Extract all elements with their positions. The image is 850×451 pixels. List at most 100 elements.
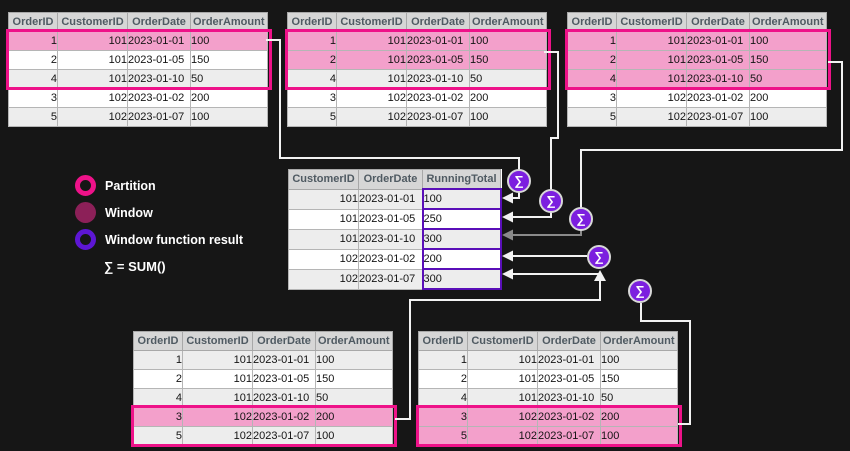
table-cell: 2023-01-05 <box>252 369 316 389</box>
table-cell: 2023-01-07 <box>127 107 191 127</box>
table-cell: 4 <box>133 388 183 408</box>
column-header: OrderID <box>8 12 58 32</box>
table-cell: 200 <box>190 88 268 108</box>
column-header: OrderAmount <box>600 331 678 351</box>
table-cell: 2023-01-01 <box>358 188 423 210</box>
table-cell: 101 <box>616 50 687 70</box>
table-cell: 2023-01-07 <box>252 426 316 446</box>
result-ring-icon <box>75 229 96 250</box>
table-cell: 2023-01-07 <box>358 268 423 290</box>
running-total-cell: 200 <box>421 248 502 270</box>
table-cell: 101 <box>57 50 128 70</box>
table-cell: 101 <box>616 69 687 89</box>
legend-label: Window <box>105 205 153 220</box>
table-cell: 2023-01-10 <box>686 69 750 89</box>
column-header: OrderID <box>133 331 183 351</box>
sigma-icon: ∑ <box>507 169 531 193</box>
table-cell: 2023-01-05 <box>537 369 601 389</box>
table-cell: 101 <box>336 50 407 70</box>
table-cell: 5 <box>133 426 183 446</box>
table-cell: 4 <box>567 69 617 89</box>
table-cell: 101 <box>336 69 407 89</box>
table-cell: 101 <box>467 369 538 389</box>
table-cell: 102 <box>616 88 687 108</box>
table-cell: 100 <box>749 31 827 51</box>
table-cell: 2023-01-10 <box>127 69 191 89</box>
running-total-cell: 300 <box>421 228 502 250</box>
column-header: CustomerID <box>57 12 128 32</box>
column-header: OrderID <box>287 12 337 32</box>
table-cell: 1 <box>418 350 468 370</box>
running-total-cell: 300 <box>421 268 502 290</box>
table-cell: 2023-01-05 <box>406 50 470 70</box>
table-cell: 2023-01-01 <box>127 31 191 51</box>
table-cell: 1 <box>567 31 617 51</box>
legend-item-window: Window <box>75 199 243 226</box>
table-cell: 150 <box>190 50 268 70</box>
table-cell: 50 <box>749 69 827 89</box>
table-cell: 101 <box>182 350 253 370</box>
table-cell: 150 <box>749 50 827 70</box>
table-cell: 100 <box>600 350 678 370</box>
table-cell: 102 <box>467 426 538 446</box>
table-cell: 2 <box>567 50 617 70</box>
table-cell: 2023-01-05 <box>127 50 191 70</box>
sigma-icon: ∑ <box>539 189 563 213</box>
column-header: CustomerID <box>336 12 407 32</box>
table-cell: 50 <box>469 69 547 89</box>
arrowhead-icon <box>502 250 513 262</box>
column-header: OrderDate <box>252 331 316 351</box>
column-header: OrderDate <box>406 12 470 32</box>
table-cell: 2023-01-10 <box>406 69 470 89</box>
sigma-icon: ∑ <box>569 207 593 231</box>
table-cell: 3 <box>8 88 58 108</box>
arrowhead-icon <box>502 192 513 204</box>
table-cell: 101 <box>288 228 359 250</box>
sum-formula: ∑ = SUM() <box>104 259 166 274</box>
table-cell: 2023-01-02 <box>252 407 316 427</box>
table-cell: 101 <box>288 188 359 210</box>
legend-item-partition: Partition <box>75 172 243 199</box>
table-cell: 2023-01-02 <box>127 88 191 108</box>
table-cell: 4 <box>418 388 468 408</box>
sigma-icon: ∑ <box>628 279 652 303</box>
table-cell: 102 <box>57 88 128 108</box>
column-header: OrderAmount <box>315 331 393 351</box>
column-header: RunningTotal <box>422 169 501 190</box>
table-cell: 2023-01-02 <box>537 407 601 427</box>
column-header: OrderAmount <box>469 12 547 32</box>
table-cell: 2023-01-10 <box>358 228 423 250</box>
running-total-cell: 100 <box>421 188 502 210</box>
table-cell: 2023-01-02 <box>406 88 470 108</box>
table-cell: 2023-01-10 <box>537 388 601 408</box>
table-cell: 102 <box>467 407 538 427</box>
table-cell: 100 <box>315 426 393 446</box>
column-header: CustomerID <box>182 331 253 351</box>
table-cell: 100 <box>469 107 547 127</box>
table-cell: 2023-01-02 <box>358 248 423 270</box>
table-cell: 101 <box>182 369 253 389</box>
table-cell: 2023-01-07 <box>686 107 750 127</box>
table-cell: 2023-01-05 <box>358 208 423 230</box>
table-cell: 150 <box>600 369 678 389</box>
